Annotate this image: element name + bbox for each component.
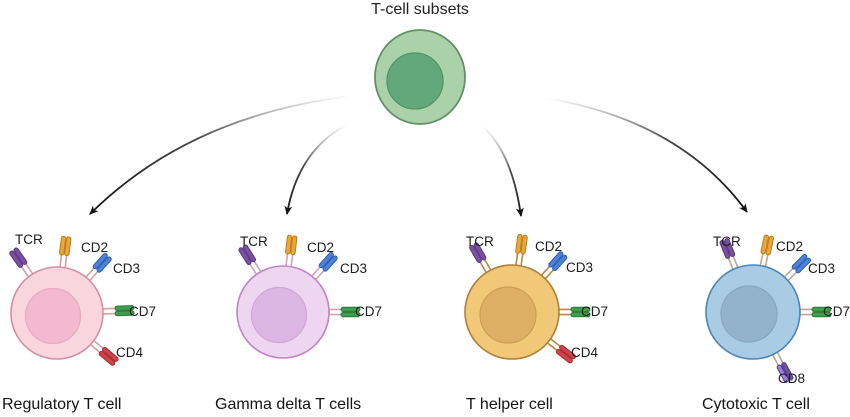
receptor-label-cd3: CD3 xyxy=(113,261,141,276)
receptor-label-cd2: CD2 xyxy=(535,239,563,254)
cell-name-regulatory: Regulatory T cell xyxy=(2,396,122,413)
receptor-label-cd3: CD3 xyxy=(340,261,368,276)
receptor-label-cd2: CD2 xyxy=(307,240,335,255)
receptor-label-cd8: CD8 xyxy=(778,371,806,386)
cd2-receptor xyxy=(756,233,775,271)
receptor-label-tcr: TCR xyxy=(240,234,268,249)
cell-nucleus xyxy=(720,285,778,343)
cell-name-cytotoxic: Cytotoxic T cell xyxy=(702,396,810,413)
receptor-label-cd4: CD4 xyxy=(116,345,144,360)
cell-nucleus xyxy=(24,287,82,345)
arrow-to-gamma-delta xyxy=(284,123,349,215)
cell-nucleus xyxy=(250,286,308,344)
cell-name-t-helper: T helper cell xyxy=(466,396,553,413)
receptor-label-tcr: TCR xyxy=(713,234,741,249)
receptor-label-cd3: CD3 xyxy=(808,261,836,276)
diagram-title: T-cell subsets xyxy=(371,1,469,18)
receptor-label-cd4: CD4 xyxy=(571,345,599,360)
cell-name-gamma-delta: Gamma delta T cells xyxy=(215,396,362,413)
receptor-head-bar xyxy=(776,364,789,383)
receptor-label-tcr: TCR xyxy=(466,234,494,249)
t-helper-cell xyxy=(464,233,591,365)
receptor-label-cd2: CD2 xyxy=(776,239,804,254)
cell-nucleus xyxy=(479,286,537,344)
receptor-label-cd3: CD3 xyxy=(566,260,594,275)
receptor-label-cd2: CD2 xyxy=(81,240,109,255)
receptor-head-bar xyxy=(781,362,794,381)
receptor-label-cd7: CD7 xyxy=(823,304,850,319)
arrow-to-regulatory xyxy=(89,95,353,215)
cytotoxic-t-cell xyxy=(705,233,832,383)
arrow-to-cytotoxic xyxy=(544,97,748,213)
receptor-label-cd7: CD7 xyxy=(129,304,157,319)
cd8-receptor xyxy=(770,349,794,383)
cd2-receptor xyxy=(512,233,529,270)
arrow-to-t-helper xyxy=(481,125,524,217)
parent-cell xyxy=(374,29,466,125)
receptor-label-cd7: CD7 xyxy=(355,304,383,319)
gamma-delta-t-cell xyxy=(236,234,361,359)
receptor-label-cd7: CD7 xyxy=(581,304,609,319)
parent-cell-nucleus xyxy=(386,52,444,110)
cd2-receptor xyxy=(56,235,72,272)
cd2-receptor xyxy=(282,234,298,271)
receptor-label-tcr: TCR xyxy=(15,232,43,247)
regulatory-t-cell xyxy=(8,235,135,368)
